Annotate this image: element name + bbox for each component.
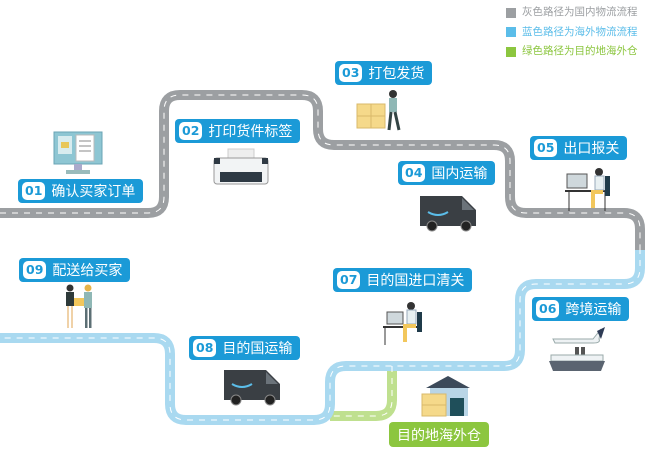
- printer-icon: [213, 148, 269, 185]
- step-number: 09: [23, 261, 47, 279]
- step-number: 01: [22, 182, 46, 200]
- step-04: 04 国内运输: [398, 161, 496, 185]
- green-swatch: [506, 46, 516, 57]
- delivery-van-icon: [420, 196, 476, 232]
- step-number: 02: [179, 122, 203, 140]
- legend-item-overseas: 蓝色路径为海外物流流程: [506, 23, 638, 43]
- person-at-desk-icon: [565, 168, 610, 211]
- legend-item-warehouse: 绿色路径为目的地海外仓: [506, 42, 638, 62]
- step-number: 08: [193, 339, 217, 357]
- warehouse-icon: [421, 376, 470, 417]
- step-label: 打印货件标签: [208, 124, 293, 140]
- green-road: [330, 366, 397, 421]
- step-06: 06 跨境运输: [532, 297, 630, 321]
- step-number: 07: [337, 271, 361, 289]
- computer-monitor-icon: [53, 131, 103, 174]
- step-label: 目的国进口清关: [366, 273, 465, 289]
- step-label: 配送给买家: [52, 263, 123, 279]
- step-01: 01 确认买家订单: [18, 179, 144, 203]
- legend-label: 蓝色路径为海外物流流程: [522, 25, 638, 38]
- step-number: 04: [402, 164, 426, 182]
- blue-swatch: [506, 27, 516, 38]
- step-07: 07 目的国进口清关: [333, 268, 473, 292]
- gray-swatch: [506, 7, 516, 18]
- step-09: 09 配送给买家: [19, 258, 131, 282]
- step-label: 打包发货: [368, 66, 425, 82]
- step-03: 03 打包发货: [335, 61, 433, 85]
- step-05: 05 出口报关: [530, 136, 628, 160]
- step-label: 出口报关: [563, 141, 620, 157]
- step-label: 确认买家订单: [51, 184, 136, 200]
- worker-with-packages-icon: [356, 90, 401, 131]
- delivery-van-icon-2: [224, 370, 280, 406]
- warehouse-label: 目的地海外仓: [389, 422, 489, 447]
- step-02: 02 打印货件标签: [175, 119, 301, 143]
- legend-item-domestic: 灰色路径为国内物流流程: [506, 3, 638, 23]
- step-label: 目的国运输: [222, 341, 293, 357]
- person-at-desk-icon-2: [383, 302, 422, 345]
- legend-label: 灰色路径为国内物流流程: [522, 6, 638, 18]
- plane-and-ship-icon: [549, 327, 605, 371]
- step-number: 06: [536, 300, 560, 318]
- step-label: 跨境运输: [565, 302, 622, 318]
- step-08: 08 目的国运输: [189, 336, 301, 360]
- step-number: 03: [339, 64, 363, 82]
- legend-label: 绿色路径为目的地海外仓: [522, 45, 638, 57]
- step-label: 国内运输: [431, 166, 488, 182]
- package-handover-icon: [66, 284, 92, 328]
- legend: 灰色路径为国内物流流程 蓝色路径为海外物流流程 绿色路径为目的地海外仓: [506, 3, 638, 62]
- step-number: 05: [534, 139, 558, 157]
